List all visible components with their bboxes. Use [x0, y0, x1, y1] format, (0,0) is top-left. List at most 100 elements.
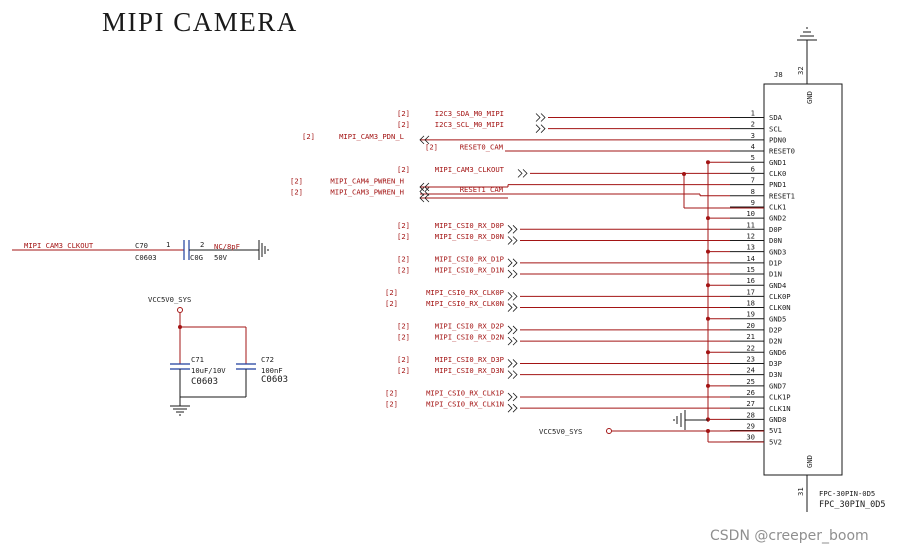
net-name: RESET1_CAM — [460, 185, 504, 194]
net-mipi-csi0-rx-d2n: [2]MIPI_CSI0_RX_D2N — [397, 333, 730, 346]
pin-number: 1 — [751, 109, 755, 118]
pin-name: CLK1P — [769, 393, 791, 402]
pin-name: D1P — [769, 258, 782, 267]
pin-name: D1N — [769, 270, 782, 279]
net-sheet-ref: [2] — [397, 221, 410, 230]
pin-number: 20 — [746, 321, 755, 330]
c70-net-label: MIPI_CAM3_CLKOUT — [24, 241, 94, 250]
pin-number: 11 — [746, 220, 755, 229]
net-mipi-csi0-rx-clk0n: [2]MIPI_CSI0_RX_CLK0N — [385, 299, 730, 312]
net-mipi-cam3-clkout: [2]MIPI_CAM3_CLKOUT — [397, 165, 730, 178]
net-mipi-csi0-rx-d1n: [2]MIPI_CSI0_RX_D1N — [397, 266, 730, 279]
pin-number: 24 — [746, 366, 755, 375]
c72-pkg: C0603 — [261, 375, 288, 385]
net-i2c3-scl-m0-mipi: [2] I2C3_SCL_M0_MIPI — [397, 120, 730, 133]
pin-name: GND1 — [769, 158, 786, 167]
net-sheet-ref: [2] — [397, 120, 410, 129]
gnd-junctions — [706, 160, 730, 422]
net-name: MIPI_CAM3_PWREN_H — [330, 188, 404, 197]
watermark: CSDN @creeper_boom — [710, 528, 869, 544]
pin-name: GND2 — [769, 214, 786, 223]
pin-number: 23 — [746, 354, 755, 363]
pin-name: GND7 — [769, 381, 786, 390]
gnd-junction — [706, 350, 710, 355]
pin-number: 4 — [751, 142, 755, 151]
net-sheet-ref: [2] — [397, 109, 410, 118]
pin-number: 19 — [746, 310, 755, 319]
gnd-symbol-pin28 — [673, 410, 708, 430]
net-mipi-csi0-rx-clk1p: [2]MIPI_CSI0_RX_CLK1P — [385, 389, 730, 402]
net-reset1-cam: RESET1_CAM — [419, 185, 700, 196]
net-sheet-ref: [2] — [397, 321, 410, 330]
gnd-junction — [706, 316, 710, 321]
c70-value: NC/8pF — [214, 242, 240, 251]
pin-number: 14 — [746, 254, 755, 263]
net-mipi-cam3-pwren-h: [2]MIPI_CAM3_PWREN_H — [290, 188, 508, 203]
pin-number: 7 — [751, 176, 755, 185]
net-sheet-ref: [2] — [385, 400, 398, 409]
c71-value: 10uF/10V — [191, 366, 226, 375]
net-sheet-ref: [2] — [397, 232, 410, 241]
pin-name: RESET1 — [769, 191, 795, 200]
pin-name: CLK0P — [769, 292, 791, 301]
net-wires: [2]I2C3_SDA_M0_MIPI[2]I2C3_SCL_M0_MIPI[2… — [290, 109, 730, 413]
c72-ref: C72 — [261, 355, 274, 364]
pin-number: 21 — [746, 332, 755, 341]
pin-number: 10 — [746, 209, 755, 218]
pin-name: D0P — [769, 225, 782, 234]
net-sheet-ref: [2] — [425, 143, 438, 152]
pin-name: RESET0 — [769, 147, 795, 156]
pin-number: 28 — [746, 410, 755, 419]
c70-pkg: C0603 — [135, 253, 157, 262]
net-name: MIPI_CSI0_RX_D0P — [435, 221, 504, 230]
connector-pin-7: 7 PND1 — [730, 176, 786, 189]
net-mipi-cam4-pwren-h: [2]MIPI_CAM4_PWREN_H — [290, 177, 508, 192]
connector-j8-body — [763, 83, 843, 476]
net-mipi-csi0-rx-d1p: [2]MIPI_CSI0_RX_D1P — [397, 254, 730, 268]
c70-dielectric: C0G — [190, 253, 203, 262]
net-sheet-ref: [2] — [397, 266, 410, 275]
pin-name: GND4 — [769, 281, 786, 290]
pin-name: CLK1N — [769, 404, 791, 413]
connector-gnd-bottom: 31 GND — [796, 455, 814, 512]
pin-number: 16 — [746, 276, 755, 285]
net-name: MIPI_CSI0_RX_D0N — [435, 232, 504, 241]
c70-pin1: 1 — [166, 240, 170, 249]
gnd-junction — [706, 283, 710, 288]
pin-number: 3 — [751, 131, 755, 140]
pin-number: 30 — [746, 433, 755, 442]
pin-name: PND1 — [769, 180, 786, 189]
footprint-label-2: FPC_30PIN_0D5 — [819, 500, 886, 510]
pin-name: 5V1 — [769, 426, 782, 435]
schematic-title: MIPI CAMERA — [102, 7, 298, 37]
net-name: MIPI_CAM3_PDN_L — [339, 132, 404, 141]
net-name: MIPI_CSI0_RX_CLK0P — [426, 288, 504, 297]
pin-name: D0N — [769, 236, 782, 245]
pin-name: GND6 — [769, 348, 786, 357]
net-reset0-cam: [2]RESET0_CAM — [425, 143, 730, 152]
pin-number: 13 — [746, 243, 755, 252]
c71-pkg: C0603 — [191, 377, 218, 387]
net-mipi-csi0-rx-clk1n: [2]MIPI_CSI0_RX_CLK1N — [385, 400, 730, 413]
net-name: MIPI_CSI0_RX_D2P — [435, 321, 504, 330]
net-name: I2C3_SCL_M0_MIPI — [435, 120, 504, 129]
pin-number: 6 — [751, 164, 755, 173]
net-mipi-csi0-rx-d2p: [2] MIPI_CSI0_RX_D2P — [397, 321, 730, 335]
pin-32-number: 32 — [796, 66, 805, 75]
net-sheet-ref: [2] — [397, 333, 410, 342]
pin-number: 8 — [751, 187, 755, 196]
gnd-junction — [706, 160, 710, 165]
connector-ref: J8 — [774, 70, 783, 79]
net-mipi-csi0-rx-d0n: [2] MIPI_CSI0_RX_D0N — [397, 232, 730, 245]
